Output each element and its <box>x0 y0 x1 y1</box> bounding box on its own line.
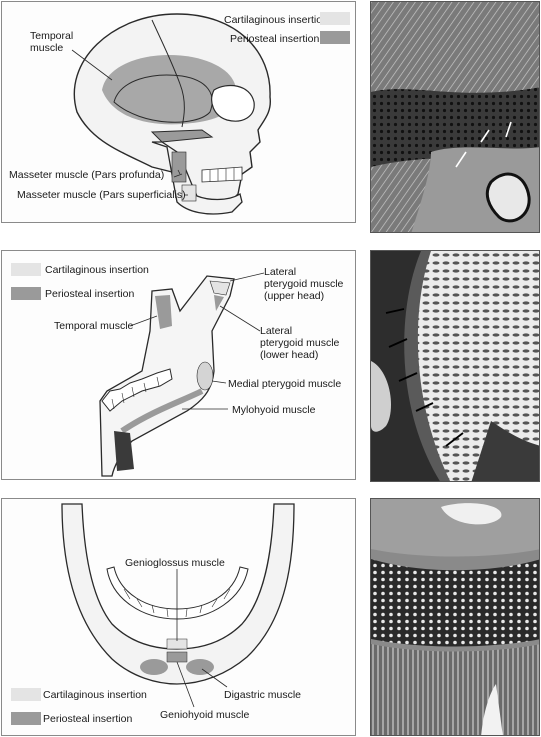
masseter-superficialis-label: Masseter muscle (Pars superficialis) <box>17 189 186 201</box>
mylohyoid-label: Mylohyoid muscle <box>232 404 316 416</box>
masseter-profunda-label: Masseter muscle (Pars profunda) <box>9 169 165 181</box>
histology-photo-2 <box>370 250 540 482</box>
geniohyoid-label: Geniohyoid muscle <box>160 709 250 721</box>
temporal-muscle-label: Temporal muscle <box>30 30 74 54</box>
skull-illustration <box>71 13 272 215</box>
periosteal-swatch <box>320 31 350 44</box>
periosteal-legend-label: Periosteal insertion <box>45 288 135 300</box>
histology-photo-3 <box>370 498 540 736</box>
cartilaginous-swatch <box>320 12 350 25</box>
mandible-inferior-illustration <box>61 503 295 708</box>
periosteal-swatch <box>11 712 41 725</box>
periosteal-legend-label: Periosteal insertion <box>230 33 320 45</box>
periosteal-swatch <box>11 287 41 300</box>
mandible-inferior-panel: Genioglossus muscle Digastric muscle Gen… <box>1 498 356 736</box>
periosteal-legend-label: Periosteal insertion <box>43 713 133 725</box>
digastric-label: Digastric muscle <box>224 689 302 701</box>
cartilaginous-legend-label: Cartilaginous insertion <box>45 264 149 276</box>
genioglossus-label: Genioglossus muscle <box>125 557 225 569</box>
histology-photo-1 <box>370 1 540 233</box>
lateral-pterygoid-lower-label: Lateral pterygoid muscle (lower head) <box>260 325 340 361</box>
cartilaginous-swatch <box>11 688 41 701</box>
cartilaginous-swatch <box>11 263 41 276</box>
cartilaginous-legend-label: Cartilaginous insertion <box>43 689 147 701</box>
cartilaginous-legend-label: Cartilaginous insertion <box>224 14 328 26</box>
temporal-muscle-label: Temporal muscle <box>54 320 134 332</box>
lateral-pterygoid-upper-label: Lateral pterygoid muscle (upper head) <box>264 266 344 302</box>
skull-diagram-panel: Temporal muscle Cartilaginous insertion … <box>1 1 356 223</box>
mandible-diagram-panel: Cartilaginous insertion Periosteal inser… <box>1 250 356 480</box>
medial-pterygoid-label: Medial pterygoid muscle <box>228 378 342 390</box>
mandible-illustration <box>99 272 265 477</box>
